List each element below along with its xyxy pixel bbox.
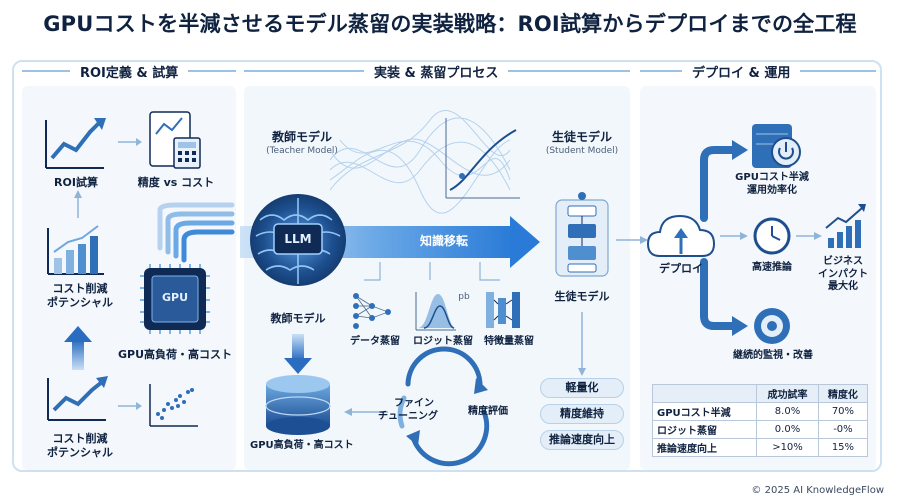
section-header-roi: ROI定義 & 試算 (22, 60, 236, 82)
deploy-branch-arrows (700, 146, 738, 330)
benefit-inference-speed: 推論速度向上 (540, 430, 624, 450)
table-row: ロジット蒸留 0.0% -0% (651, 420, 869, 439)
benefit-lightweight: 軽量化 (540, 378, 624, 398)
database-label: GPU高負荷・高コスト (250, 440, 354, 451)
table-header-cell: 成功試率 (756, 384, 819, 403)
table-cell: 70% (817, 402, 869, 421)
cycle-icon (397, 346, 490, 467)
section-roi-label: ROI定義 & 試算 (70, 61, 189, 81)
teacher-model-label: 教師モデル (270, 312, 326, 325)
scatter-chart-icon (149, 384, 198, 427)
table-header-cell (651, 384, 758, 403)
line-chart-icon (45, 118, 106, 169)
business-impact-label: ビジネス インパクト 最大化 (818, 256, 868, 292)
table-cell: GPUコスト半減 (651, 402, 758, 421)
page-title: GPUコストを半減させるモデル蒸留の実装戦略：ROI試算からデプロイまでの全工程 (43, 12, 857, 36)
student-model-icon (555, 192, 609, 277)
section-deploy-label: デプロイ & 運用 (682, 61, 801, 81)
deploy-label: デプロイ (659, 262, 703, 275)
student-model-subtitle: (Student Model) (545, 146, 619, 156)
table-cell: ロジット蒸留 (651, 420, 758, 439)
cost-reduction-potential-label: コスト削減 ポテンシャル (47, 282, 113, 309)
fast-inference-label: 高速推論 (752, 262, 792, 273)
cloud-upload-icon (646, 214, 716, 257)
power-server-icon (752, 124, 801, 168)
copyright-text: © 2025 AI KnowledgeFlow (751, 485, 884, 496)
knowledge-transfer-label: 知識移転 (419, 234, 468, 248)
benefit-accuracy-retention: 精度維持 (540, 404, 624, 424)
table-row: GPUコスト半減 8.0% 70% (651, 402, 869, 421)
feature-map-icon (486, 292, 520, 328)
student-model-title: 生徒モデル (551, 130, 612, 144)
section-header-deploy: デプロイ & 運用 (640, 60, 876, 82)
brain-icon (250, 194, 346, 286)
pb-label: pb (458, 292, 470, 302)
gpu-chip-label: GPU (161, 291, 189, 304)
method-data-distillation: データ蒸留 (350, 336, 400, 347)
calculator-icon (149, 111, 201, 169)
monitoring-label: 継続的監視・改善 (733, 350, 813, 361)
accuracy-vs-cost-label: 精度 vs コスト (137, 176, 215, 189)
table-cell: -0% (817, 420, 869, 439)
method-logit-distillation: ロジット蒸留 (413, 336, 473, 347)
section-header-impl: 実装 & 蒸留プロセス (244, 60, 630, 82)
gpu-chip-icon (140, 264, 210, 334)
section-impl-label: 実装 & 蒸留プロセス (364, 61, 509, 81)
llm-label: LLM (284, 232, 312, 246)
monitor-target-icon (754, 308, 790, 344)
table-cell: >10% (756, 438, 819, 457)
gpu-bus-lines (157, 202, 235, 263)
results-table: 成功試率 精度化 GPUコスト半減 8.0% 70% ロジット蒸留 0.0% -… (651, 384, 869, 457)
cost-reduction-potential-label-2: コスト削減 ポテンシャル (47, 432, 113, 459)
line-chart-icon (47, 376, 108, 421)
table-cell: 推論速度向上 (651, 438, 758, 457)
clock-icon (753, 217, 791, 255)
student-curve-chart (445, 118, 520, 199)
gpu-high-load-label: GPU高負荷・高コスト (118, 348, 233, 361)
neural-net-icon (353, 293, 391, 329)
accuracy-eval-label: 精度評価 (468, 406, 508, 417)
teacher-model-subtitle: (Teacher Model) (266, 146, 338, 156)
method-feature-distillation: 特徴量蒸留 (484, 336, 534, 347)
growth-chart-icon (825, 204, 866, 248)
table-cell: 8.0% (756, 402, 819, 421)
table-header-row: 成功試率 精度化 (651, 384, 869, 403)
table-row: 推論速度向上 >10% 15% (651, 438, 869, 457)
main-frame (12, 60, 882, 472)
distribution-icon (415, 292, 456, 331)
roi-calc-label: ROI試算 (54, 176, 98, 189)
cost-half-label: GPUコスト半減 運用効率化 (735, 172, 809, 196)
database-icon (265, 375, 331, 435)
student-model-label: 生徒モデル (554, 290, 610, 303)
bar-chart-icon (47, 225, 104, 275)
fine-tuning-label: ファイン チューニング (378, 398, 438, 422)
table-header-cell: 精度化 (817, 384, 869, 403)
table-cell: 15% (817, 438, 869, 457)
table-cell: 0.0% (756, 420, 819, 439)
teacher-model-title: 教師モデル (271, 130, 332, 144)
